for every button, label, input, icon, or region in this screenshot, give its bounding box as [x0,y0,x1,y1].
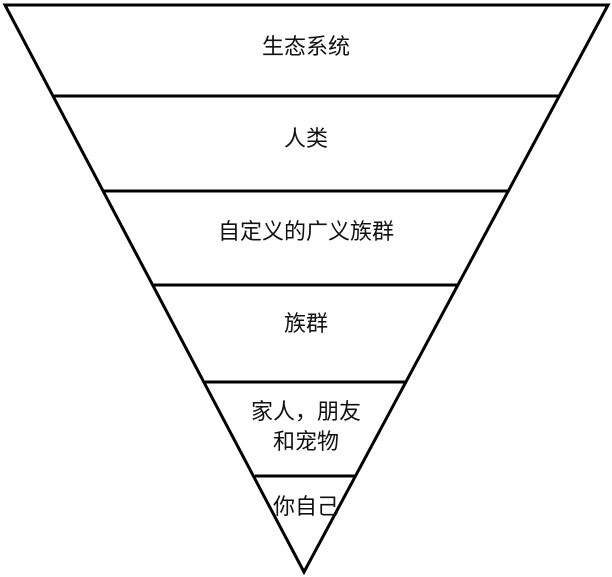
level-group-label: 族群 [283,312,328,337]
level-family-friends-pets-label-line1: 家人，朋友 [250,400,361,425]
level-family-friends-pets-label-line2: 和宠物 [272,430,339,455]
level-yourself-label: 你自己 [272,495,339,520]
level-humanity-label: 人类 [283,127,328,152]
level-custom-broad-group-label: 自定义的广义族群 [217,220,394,245]
pyramid-outline [2,3,611,576]
level-ecosystem-label: 生态系统 [261,35,350,60]
